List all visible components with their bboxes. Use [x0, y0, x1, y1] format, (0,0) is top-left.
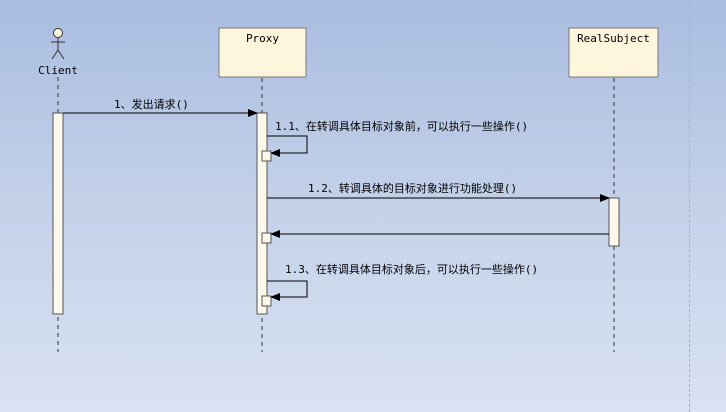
- message-1-1-arrow[interactable]: [267, 135, 308, 157]
- realsubject-object[interactable]: RealSubject: [568, 27, 659, 78]
- message-1-1-label: 1.1、在转调具体目标对象前，可以执行一些操作(): [275, 119, 528, 133]
- proxy-object[interactable]: Proxy: [218, 27, 307, 78]
- realsubject-activation[interactable]: [608, 197, 620, 247]
- message-1-3-label: 1.3、在转调具体目标对象后，可以执行一些操作(): [285, 262, 538, 276]
- message-1-label: 1、发出请求(): [114, 97, 189, 111]
- proxy-activation[interactable]: [256, 112, 268, 315]
- actor-head-icon: [53, 28, 63, 38]
- proxy-object-box: [218, 27, 307, 78]
- message-1-2-label: 1.2、转调具体的目标对象进行功能处理(): [308, 181, 517, 195]
- realsubject-object-box: [568, 27, 659, 78]
- message-1-3-arrow[interactable]: [267, 280, 308, 301]
- client-actor[interactable]: Client: [38, 28, 78, 78]
- proxy-self-activation-2[interactable]: [261, 295, 272, 307]
- proxy-return-activation[interactable]: [261, 232, 272, 244]
- proxy-self-activation-1[interactable]: [261, 150, 272, 162]
- proxy-label: Proxy: [246, 32, 279, 45]
- page-edge-divider: [689, 0, 691, 412]
- client-activation[interactable]: [52, 112, 64, 315]
- client-label: Client: [38, 64, 78, 77]
- realsubject-label: RealSubject: [577, 32, 650, 45]
